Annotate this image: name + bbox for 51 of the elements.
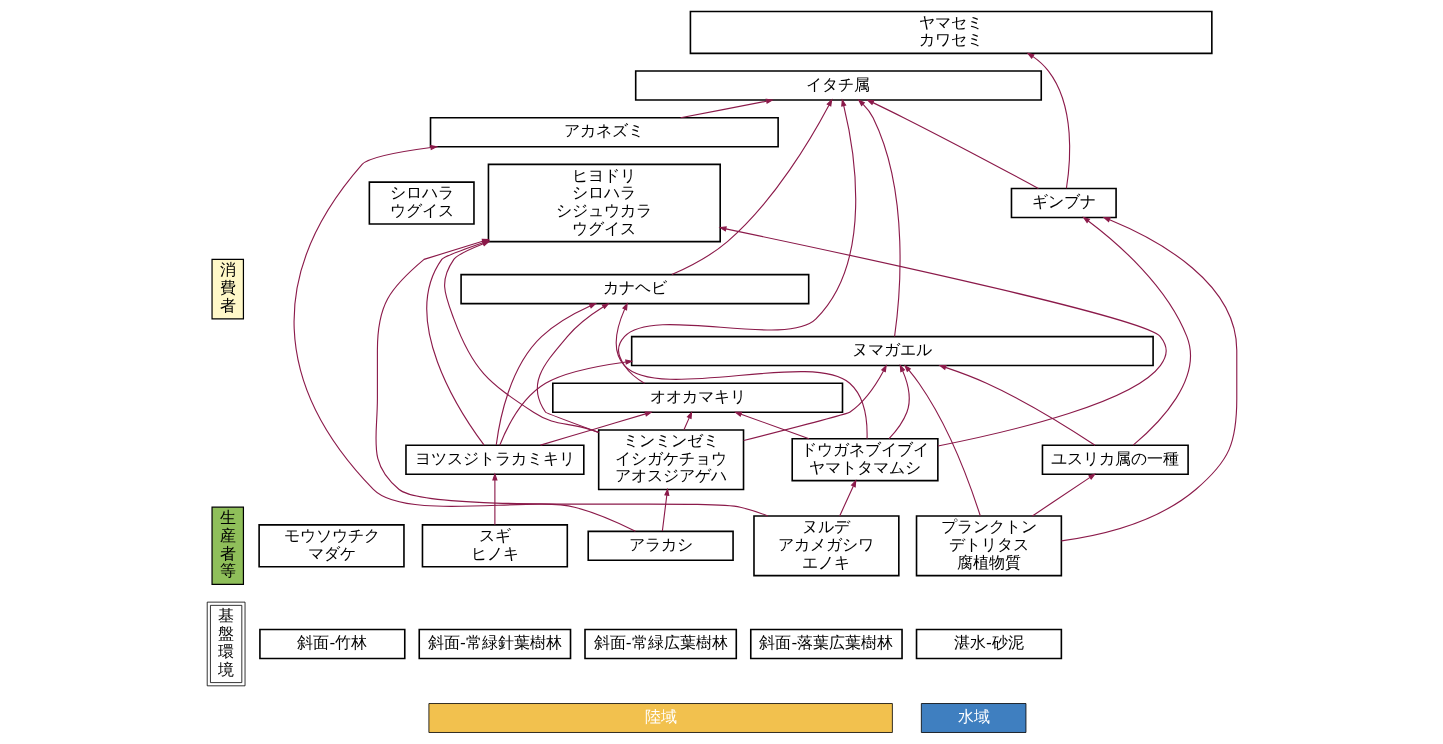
node-box: ヒヨドリ シロハラ シジュウカラ ウグイス	[487, 163, 721, 243]
node-box: 斜面-常緑広葉樹林	[583, 628, 737, 660]
arrow	[293, 144, 636, 532]
arrow	[887, 364, 910, 440]
arrow	[838, 479, 856, 517]
arrow	[1031, 473, 1096, 517]
arrow	[718, 226, 1167, 447]
arrow	[536, 302, 610, 433]
arrow	[733, 411, 810, 440]
node-box: オオカマキリ	[551, 382, 843, 414]
arrow	[498, 359, 633, 446]
node-box: アラカシ	[586, 530, 734, 562]
arrow	[857, 99, 901, 338]
arrow	[1060, 216, 1237, 542]
arrow	[491, 472, 498, 526]
arrow	[539, 411, 653, 446]
node-box: 水域	[920, 703, 1026, 733]
arrow	[937, 364, 1096, 446]
arrow	[495, 302, 597, 446]
arrow	[615, 302, 868, 440]
node-box: ヨツスジトラカミキリ	[404, 444, 585, 475]
node-box: 斜面-竹林	[258, 628, 406, 660]
node-box: 斜面-落葉広葉樹林	[749, 628, 903, 660]
arrow	[1081, 216, 1191, 446]
arrow	[617, 98, 856, 384]
arrow	[670, 98, 832, 276]
node-box: ギンブナ	[1010, 187, 1117, 219]
node-box: スギ ヒノキ	[421, 524, 568, 568]
node-box: 湛水-砂泥	[915, 628, 1062, 660]
node-box: 斜面-常緑針葉樹林	[417, 628, 571, 660]
node-box: プランクトン デトリタス 腐植物質	[915, 515, 1062, 577]
node-box: イタチ属	[634, 70, 1042, 101]
node-box: ドウガネブイブイ ヤマトタマムシ	[790, 438, 939, 482]
node-box: ヌマガエル	[630, 335, 1154, 367]
arrow	[661, 487, 669, 532]
arrow	[682, 410, 692, 431]
node-box: カナヘビ	[459, 273, 809, 305]
node-box: 生産者等	[210, 506, 244, 586]
arrow	[1026, 52, 1070, 189]
node-box: 陸域	[428, 703, 893, 733]
node-box: シロハラ ウグイス	[368, 181, 475, 225]
node-box: ヌルデ アカメガシワ エノキ	[752, 515, 900, 577]
arrow	[742, 364, 887, 442]
arrow	[865, 99, 1039, 190]
node-box: 消費者	[210, 258, 244, 320]
node-box: ミンミンゼミ イシガケチョウ アオスジアゲハ	[597, 429, 744, 491]
arrow	[903, 364, 981, 517]
node-box: アカネズミ	[429, 116, 779, 148]
node-box: ユスリカ属の一種	[1041, 444, 1189, 475]
node-box: ヤマセミ カワセミ	[689, 10, 1213, 55]
node-box: モウソウチク マダケ	[257, 524, 405, 568]
